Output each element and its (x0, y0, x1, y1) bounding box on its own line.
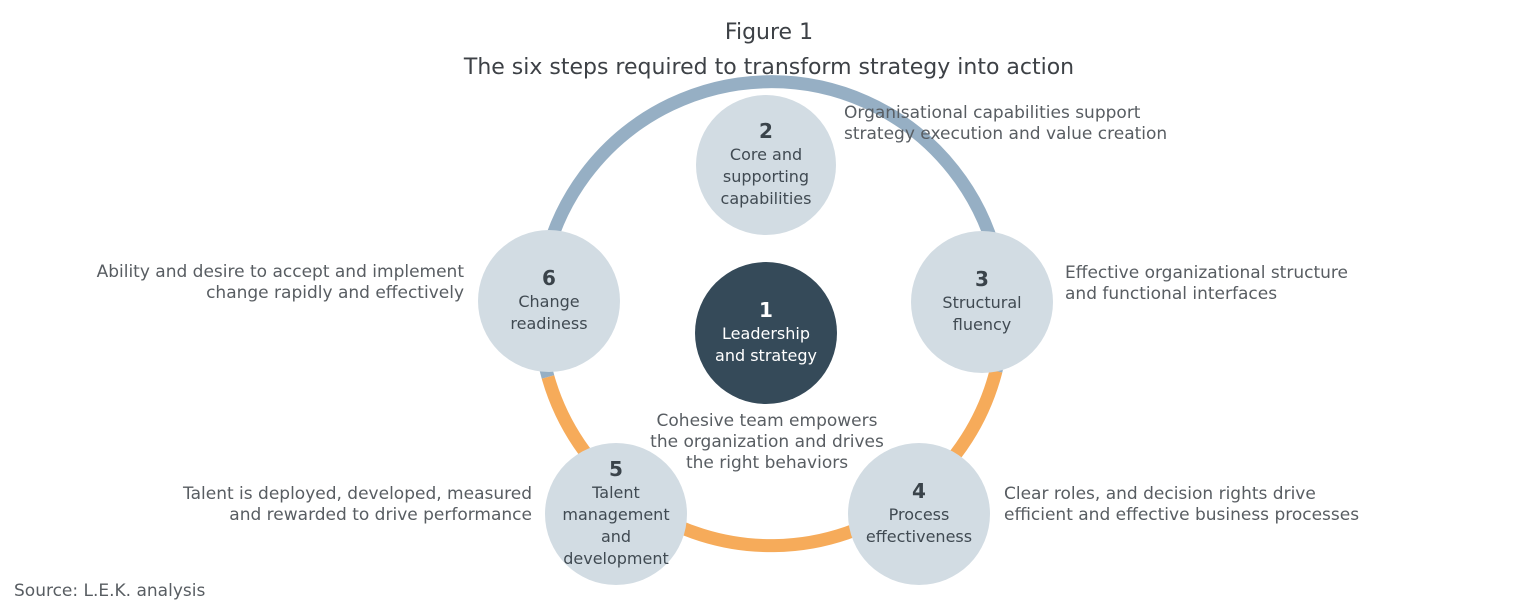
step-2-number: 2 (759, 119, 773, 143)
step-1-description: Cohesive team empowers the organization … (650, 411, 884, 473)
step-2-label: Core and supporting capabilities (720, 145, 812, 208)
step-5-circle: 5 Talent management and development (545, 443, 687, 585)
step-3-circle: 3 Structural fluency (911, 231, 1053, 373)
step-1-number: 1 (759, 298, 773, 322)
step-6-label: Change readiness (510, 292, 588, 333)
step-3-number: 3 (975, 267, 989, 291)
source-note: Source: L.E.K. analysis (14, 581, 206, 601)
step-6-circle: 6 Change readiness (478, 230, 620, 372)
step-5-description: Talent is deployed, developed, measured … (183, 484, 532, 525)
step-4-label: Process effectiveness (865, 505, 973, 546)
step-4-description: Clear roles, and decision rights drive e… (1004, 484, 1360, 525)
step-2-circle: 2 Core and supporting capabilities (696, 95, 836, 235)
step-3-label: Structural fluency (942, 293, 1022, 334)
step-2-description: Organisational capabilities support stra… (844, 103, 1168, 144)
step-1-label: Leadership and strategy (715, 324, 817, 365)
step-6-number: 6 (542, 266, 556, 290)
step-5-label: Talent management and development (562, 483, 670, 568)
step-3-description: Effective organizational structure and f… (1065, 263, 1348, 304)
step-6-description: Ability and desire to accept and impleme… (96, 262, 464, 303)
step-4-circle: 4 Process effectiveness (848, 443, 990, 585)
figure-label: Figure 1 (724, 20, 814, 45)
step-5-number: 5 (609, 457, 623, 481)
step-1-circle: 1 Leadership and strategy (695, 262, 837, 404)
step-4-number: 4 (912, 479, 926, 503)
